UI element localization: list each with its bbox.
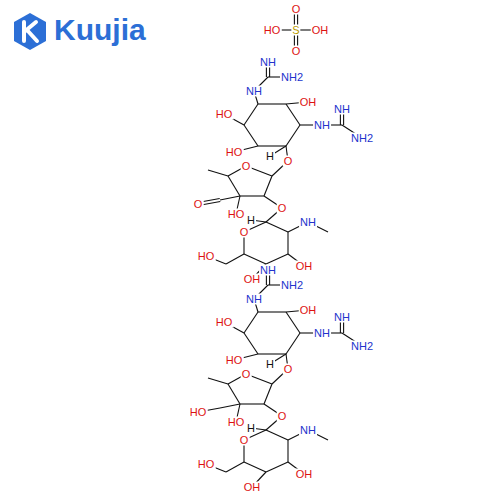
atom-label: HO [225,355,244,366]
atom-label: HO [215,109,234,120]
atom-label: NH [313,328,331,339]
atom-label: NH2 [350,341,374,352]
atom-label: NH [299,425,317,436]
atom-label: O [291,4,302,15]
atom-label: O [239,227,250,238]
chemical-bond [244,254,266,264]
atom-label: NH2 [280,280,304,291]
chemical-bond [258,103,286,104]
atom-label: NH2 [280,72,304,83]
atom-label: NH [259,265,277,276]
atom-label: H [246,215,256,226]
atom-label: OH [311,25,330,36]
chemical-bond [266,254,288,264]
atom-label: O [283,364,294,375]
atom-label: HO [189,407,208,418]
chemical-bond [244,104,258,125]
atom-label: NH [333,312,351,323]
atom-label: H [265,151,275,162]
logo-mark [24,22,37,41]
chemical-bond [258,353,286,354]
chemical-bond [258,145,286,146]
chemical-bond [240,195,264,196]
atom-label: OH [295,469,314,480]
chemical-bond [264,384,272,404]
chemical-bond [258,311,286,312]
chemical-bond [228,176,240,196]
atom-label: O [283,156,294,167]
chemical-bond [244,462,266,472]
atom-label: OH [295,261,314,272]
atom-label: NH [333,104,351,115]
atom-label: O [241,161,252,172]
atom-label: O [241,369,252,380]
atom-label: HO [227,417,246,428]
chemical-bond [228,384,240,404]
atom-label: O [193,199,204,210]
atom-label: NH [299,217,317,228]
chemical-bond [266,462,288,472]
chemical-bond [220,196,240,200]
atom-label: H [246,423,256,434]
atom-label: HO [215,317,234,328]
chemical-bond [208,170,228,176]
atom-label: HO [225,147,244,158]
chemical-bond [226,254,244,264]
chemical-bond [244,312,258,333]
atom-label: HO [197,459,216,470]
atom-label: O [239,435,250,446]
atom-label: NH [245,86,263,97]
chemical-bond [244,125,258,146]
chemical-bond [287,440,288,462]
atom-label: OH [299,97,318,108]
atom-label: OH [243,482,262,493]
atom-label: O [291,46,302,57]
atom-label: H [265,359,275,370]
atom-label: HO [263,25,282,36]
chemical-bond [208,378,228,384]
chemical-bond [266,222,288,232]
atom-label: HO [227,209,246,220]
atom-label: NH [245,294,263,305]
atom-label: NH [259,57,277,68]
chemical-bond [287,232,288,254]
chemical-bond [286,333,300,354]
atom-label: NH2 [350,133,374,144]
brand-name: Kuujia [54,15,146,45]
chemical-bond [240,403,264,404]
logo-hexagon [14,13,46,50]
atom-label: NH [313,120,331,131]
atom-label: OH [299,305,318,316]
chemical-bond [220,404,240,408]
atom-label: O [277,411,288,422]
atom-label: O [277,203,288,214]
chemical-bond [226,462,244,472]
atom-label: S [291,25,300,36]
atom-label: HO [197,251,216,262]
chemical-bond [264,176,272,196]
chemical-bond [266,430,288,440]
chemical-bond [286,125,300,146]
chemical-bond [244,333,258,354]
